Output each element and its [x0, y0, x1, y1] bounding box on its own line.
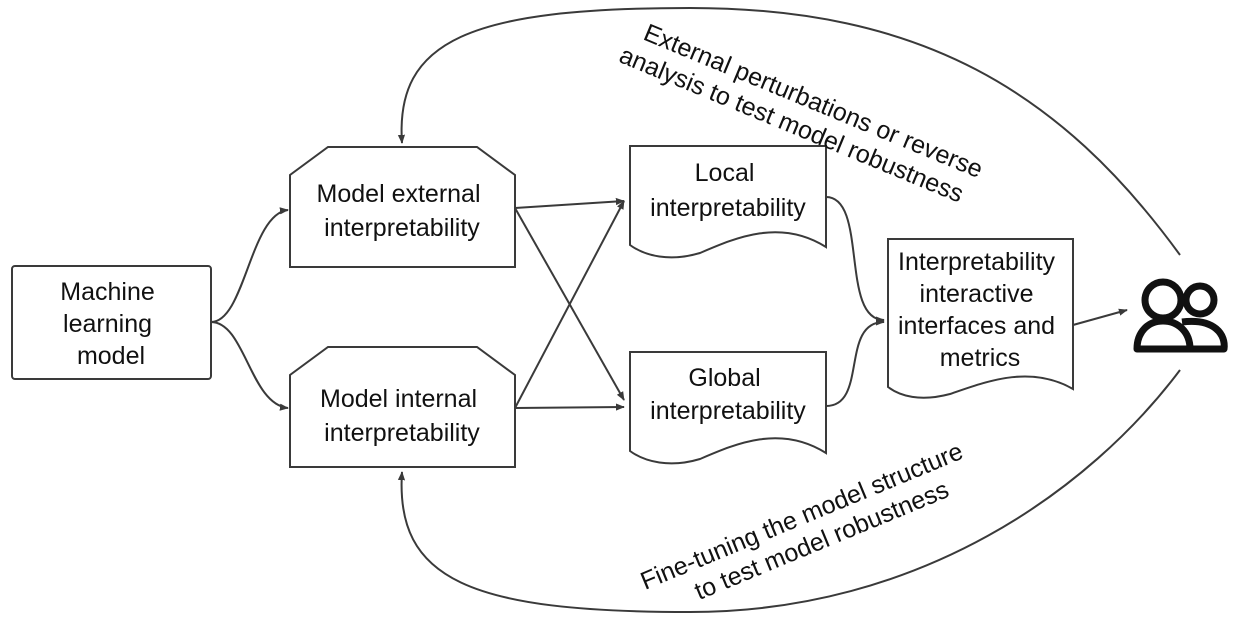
internal-label: Model internal interpretability [320, 385, 484, 447]
edge-feedback-top [397, 6, 1181, 256]
ml-model-label: Machine learning model [60, 278, 161, 370]
node-global: Global interpretability [629, 351, 827, 465]
edge-local-to-interfaces [825, 196, 885, 324]
node-internal: Model internal interpretability [289, 346, 516, 468]
ml-model-box [11, 265, 212, 380]
interfaces-box [887, 238, 1074, 399]
node-external: Model external interpretability [289, 146, 516, 268]
edge-external-to-local [514, 197, 625, 209]
feedback-bottom-label: Fine-tuning the model structure to test … [637, 435, 985, 624]
interfaces-label: Interpretability interactive interfaces … [898, 248, 1062, 372]
global-box [629, 351, 827, 465]
local-box [629, 145, 827, 259]
external-label: Model external interpretability [317, 180, 488, 242]
external-box [289, 146, 516, 268]
edge-internal-to-local [514, 200, 625, 409]
node-local: Local interpretability [629, 145, 827, 259]
edges [210, 6, 1181, 614]
node-ml-model: Machine learning model [11, 265, 212, 380]
edge-global-to-interfaces [825, 318, 885, 407]
local-label: Local interpretability [650, 159, 806, 222]
edge-internal-to-global [514, 403, 625, 411]
internal-box [289, 346, 516, 468]
global-label: Global interpretability [650, 364, 806, 425]
edge-ml-to-external [210, 207, 289, 323]
users-icon [1133, 278, 1228, 353]
edge-ml-to-internal [210, 321, 289, 411]
node-interfaces: Interpretability interactive interfaces … [887, 238, 1074, 399]
edge-feedback-bottom [397, 369, 1181, 614]
edge-interfaces-to-users [1072, 308, 1128, 326]
